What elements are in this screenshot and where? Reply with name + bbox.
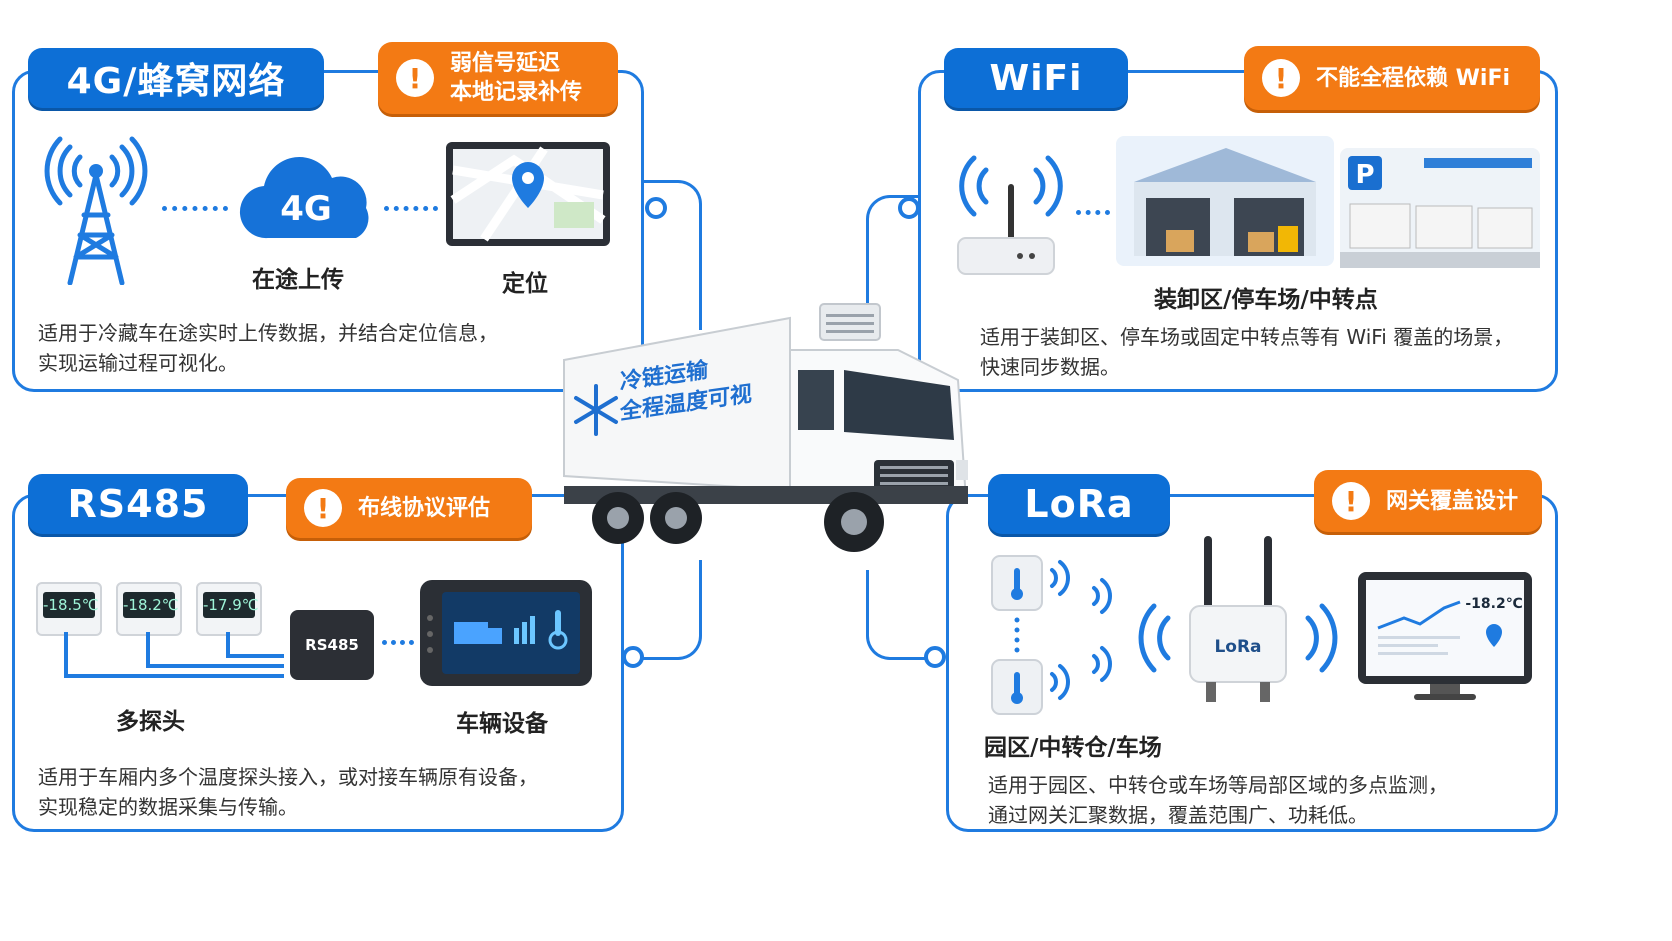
desc-rs485-line2: 实现稳定的数据采集与传输。 (38, 795, 298, 819)
lora-sensors-icon (991, 555, 1112, 715)
warning-rs485-text: 布线协议评估 (358, 495, 491, 521)
map-screen-icon (446, 142, 610, 246)
link-dots (382, 640, 414, 645)
refrigerated-truck: 冷链运输 全程温度可视 (563, 303, 968, 552)
connector-node-rs485 (622, 646, 644, 668)
warehouse-image (1116, 136, 1334, 266)
link-dots (1076, 210, 1110, 215)
connector-wifi (866, 195, 918, 335)
warning-icon: ! (1332, 482, 1370, 520)
label-locate: 定位 (502, 271, 548, 297)
warning-cellular-line2: 本地记录补传 (450, 80, 583, 105)
warning-cellular-line1: 弱信号延迟 (450, 51, 561, 76)
label-upload: 在途上传 (252, 267, 344, 293)
desc-rs485-line1: 适用于车厢内多个温度探头接入，或对接车辆原有设备， (38, 765, 538, 789)
connector-node-lora (924, 646, 946, 668)
desc-wifi-line2: 快速同步数据。 (980, 355, 1120, 379)
cloud-text: 4G (280, 189, 332, 229)
link-dots (384, 206, 438, 211)
warning-wifi-text: 不能全程依赖 WiFi (1316, 65, 1511, 91)
warning-lora-text: 网关覆盖设计 (1386, 488, 1519, 514)
connector-node-wifi (898, 197, 920, 219)
title-cellular: 4G/蜂窝网络 (28, 48, 324, 108)
desc-wifi-line1: 适用于装卸区、停车场或固定中转点等有 WiFi 覆盖的场景， (980, 325, 1514, 349)
temperature-probe: -17.9℃ (196, 582, 262, 636)
title-cellular-text: 4G/蜂窝网络 (66, 61, 286, 102)
vehicle-device-icon (420, 580, 592, 686)
connector-cellular (640, 180, 702, 330)
link-dots (162, 206, 228, 211)
rs485-hub-text: RS485 (305, 636, 359, 654)
probe-reading: -18.5℃ (43, 592, 99, 618)
warning-icon: ! (396, 59, 434, 97)
desc-lora-line2: 通过网关汇聚数据，覆盖范围广、功耗低。 (988, 803, 1368, 827)
cell-tower-icon (44, 136, 148, 285)
title-wifi: WiFi (944, 48, 1128, 108)
title-rs485-text: RS485 (67, 482, 209, 526)
parking-image: P (1340, 148, 1540, 268)
desc-lora-line1: 适用于园区、中转仓或车场等局部区域的多点监测， (988, 773, 1448, 797)
connector-node-cellular (645, 197, 667, 219)
title-wifi-text: WiFi (989, 57, 1083, 99)
probe-cables (64, 632, 284, 678)
probe-reading: -17.9℃ (203, 592, 259, 618)
desc-cellular-line2: 实现运输过程可视化。 (38, 351, 238, 375)
probe-reading: -18.2℃ (123, 592, 179, 618)
rs485-hub: RS485 (290, 610, 374, 680)
title-lora: LoRa (988, 474, 1170, 534)
warning-lora: ! 网关覆盖设计 (1314, 470, 1542, 532)
warning-wifi: ! 不能全程依赖 WiFi (1244, 46, 1540, 110)
label-probes: 多探头 (116, 709, 185, 735)
label-vehicle-device: 车辆设备 (456, 711, 548, 737)
parking-sign-text: P (1355, 160, 1374, 190)
lora-gateway-icon: LoRa (1138, 536, 1338, 702)
desc-cellular: 适用于冷藏车在途实时上传数据，并结合定位信息， 实现运输过程可视化。 (38, 318, 628, 378)
desc-wifi: 适用于装卸区、停车场或固定中转点等有 WiFi 覆盖的场景， 快速同步数据。 (980, 322, 1550, 382)
warning-icon: ! (304, 489, 342, 527)
wifi-router-icon (957, 155, 1063, 275)
connector-rs485 (620, 560, 702, 660)
lora-gateway-text: LoRa (1214, 637, 1261, 657)
title-lora-text: LoRa (1024, 482, 1134, 526)
warning-icon: ! (1262, 59, 1300, 97)
warning-rs485: ! 布线协议评估 (286, 478, 532, 538)
desc-rs485: 适用于车厢内多个温度探头接入，或对接车辆原有设备， 实现稳定的数据采集与传输。 (38, 762, 618, 822)
warning-cellular: ! 弱信号延迟 本地记录补传 (378, 42, 618, 114)
label-wifi-places: 装卸区/停车场/中转点 (1154, 287, 1378, 313)
temperature-probe: -18.2℃ (116, 582, 182, 636)
title-rs485: RS485 (28, 474, 248, 534)
desc-cellular-line1: 适用于冷藏车在途实时上传数据，并结合定位信息， (38, 321, 498, 345)
desc-lora: 适用于园区、中转仓或车场等局部区域的多点监测， 通过网关汇聚数据，覆盖范围广、功… (988, 770, 1548, 830)
cloud-icon: 4G (239, 157, 369, 239)
monitor-reading: -18.2℃ (1465, 596, 1522, 612)
label-lora-places: 园区/中转仓/车场 (984, 735, 1162, 761)
temperature-probe: -18.5℃ (36, 582, 102, 636)
connector-lora (866, 570, 936, 660)
monitor-dashboard-icon: -18.2℃ (1358, 572, 1532, 700)
